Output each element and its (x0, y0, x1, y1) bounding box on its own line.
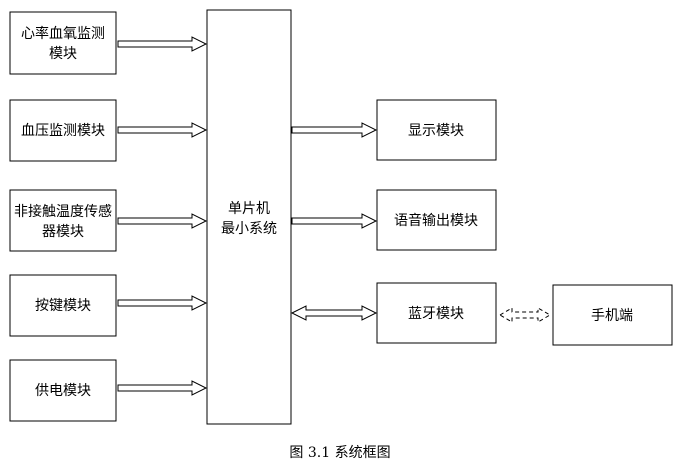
label-heart-oxygen: 心率血氧监测模块 (21, 25, 105, 62)
label-voice-line-1: 语音输出模块 (394, 212, 478, 229)
arrow-heart-oxygen-to-mcu (117, 36, 208, 52)
label-mcu-line-2: 最小系统 (221, 221, 277, 237)
arrow-blood-pressure-to-mcu (117, 122, 208, 138)
label-heart-oxygen-line-2: 模块 (49, 46, 77, 62)
box-heart-oxygen (9, 11, 117, 75)
label-keys: 按键模块 (35, 298, 91, 314)
arrow-mcu-to-voice (291, 213, 378, 229)
label-phone-line-1: 手机端 (591, 308, 633, 324)
arrow-mcu-to-display (291, 122, 378, 138)
arrows-layer (117, 36, 551, 396)
label-noncontact-temp-line-2: 器模块 (42, 224, 84, 240)
box-voice (376, 189, 497, 251)
label-bluetooth-line-1: 蓝牙模块 (408, 306, 464, 322)
arrow-power-to-mcu (117, 380, 208, 396)
label-blood-pressure-line-1: 血压监测模块 (21, 123, 105, 139)
label-display-line-1: 显示模块 (408, 123, 464, 139)
label-mcu-line-1: 单片机 (228, 201, 270, 217)
box-noncontact-temp (9, 189, 117, 252)
arrow-bluetooth-phone-dashed (499, 307, 551, 323)
label-bluetooth: 蓝牙模块 (408, 306, 464, 322)
labels-layer: 心率血氧监测模块血压监测模块非接触温度传感器模块按键模块供电模块单片机最小系统显… (14, 25, 633, 399)
arrow-keys-to-mcu (117, 295, 208, 311)
label-noncontact-temp: 非接触温度传感器模块 (14, 203, 112, 240)
label-power: 供电模块 (35, 383, 91, 399)
box-power (9, 359, 117, 422)
box-mcu (206, 9, 292, 425)
label-mcu: 单片机最小系统 (221, 201, 277, 237)
boxes-layer (9, 9, 673, 425)
label-noncontact-temp-line-1: 非接触温度传感 (14, 203, 112, 220)
arrow-mcu-bluetooth-bidirectional (290, 305, 378, 321)
box-blood-pressure (9, 99, 117, 162)
label-blood-pressure: 血压监测模块 (21, 123, 105, 139)
label-heart-oxygen-line-1: 心率血氧监测 (21, 25, 105, 42)
label-phone: 手机端 (591, 308, 633, 324)
box-phone (552, 284, 673, 346)
label-keys-line-1: 按键模块 (35, 298, 91, 314)
box-keys (9, 274, 117, 337)
arrow-noncontact-temp-to-mcu (117, 213, 208, 229)
label-power-line-1: 供电模块 (35, 383, 91, 399)
box-display (376, 99, 497, 161)
label-display: 显示模块 (408, 123, 464, 139)
label-voice: 语音输出模块 (394, 212, 478, 229)
figure-caption: 图 3.1 系统框图 (289, 445, 390, 461)
